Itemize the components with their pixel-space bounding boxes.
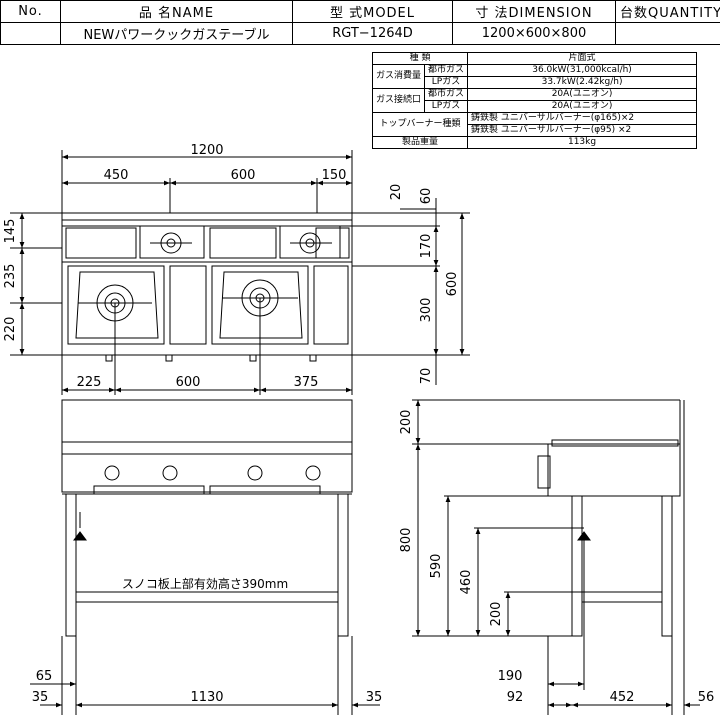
- dim-left-145: 145: [3, 219, 18, 244]
- small-burner-right: [279, 225, 341, 259]
- drip-tray-left: [93, 485, 205, 495]
- front-leg-right: [337, 493, 349, 637]
- spec-table: 種 類 片面式 ガス消費量 都市ガス 36.0kW(31,000kcal/h) …: [371, 52, 698, 149]
- dim-right-70: 70: [419, 368, 434, 385]
- dim-bottom-375: 375: [294, 375, 319, 390]
- dim-top-450: 450: [104, 168, 129, 183]
- weight-value: 113kg: [467, 136, 698, 149]
- quantity-label: 台数QUANTITY: [615, 0, 720, 23]
- knob-4[interactable]: [305, 465, 321, 481]
- side-grates: [551, 439, 679, 447]
- dim-right-600: 600: [445, 272, 460, 297]
- side-leg-back: [661, 495, 673, 637]
- dimension-value: 1200×600×800: [452, 22, 616, 45]
- dim-side-460: 460: [459, 570, 474, 595]
- name-value: NEWパワークックガステーブル: [60, 22, 293, 45]
- top-grate-profile: [61, 441, 353, 455]
- shelf-side: [581, 591, 663, 603]
- side-body: [547, 443, 681, 497]
- dim-top-600: 600: [231, 168, 256, 183]
- side-view: [537, 400, 685, 637]
- dim-front-35a: 35: [32, 690, 49, 705]
- dim-left-220: 220: [3, 317, 18, 342]
- small-burner-left: [139, 225, 205, 259]
- dim-bottom-225: 225: [77, 375, 102, 390]
- dim-side-200-bottom: 200: [489, 602, 504, 627]
- dim-side-56: 56: [698, 690, 715, 705]
- gas-inlet-arrow: [73, 531, 87, 541]
- model-value: RGT−1264D: [292, 22, 453, 45]
- dim-front-1130: 1130: [190, 690, 223, 705]
- shelf-front: [75, 591, 339, 603]
- shelf-note: スノコ板上部有効高さ390mm: [122, 576, 288, 591]
- grate-right-plain: [313, 265, 349, 345]
- drip-tray-right: [209, 485, 321, 495]
- front-view: [61, 399, 353, 637]
- side-dimensions: [412, 399, 700, 715]
- side-leg-front: [571, 495, 583, 637]
- grate-back-left: [65, 227, 137, 259]
- knob-3[interactable]: [247, 465, 263, 481]
- knob-2[interactable]: [162, 465, 178, 481]
- dim-side-590: 590: [429, 554, 444, 579]
- title-block: No. 品 名NAME 型 式MODEL 寸 法DIMENSION 台数QUAN…: [0, 0, 720, 45]
- dim-side-452: 452: [610, 690, 635, 705]
- dim-right-20: 20: [389, 184, 404, 201]
- dim-right-60: 60: [419, 188, 434, 205]
- dim-left-235: 235: [3, 264, 18, 289]
- large-burner-left: [67, 265, 165, 345]
- control-panel: [61, 453, 353, 493]
- top-view-outline: [61, 212, 353, 356]
- side-knob[interactable]: [537, 455, 551, 489]
- dim-side-92: 92: [507, 690, 524, 705]
- gas-connection-label: ガス接続口: [371, 88, 426, 113]
- dim-front-35b: 35: [366, 690, 383, 705]
- dim-side-190: 190: [498, 669, 523, 684]
- backsplash: [61, 399, 353, 443]
- dim-right-170: 170: [419, 234, 434, 259]
- dim-top-total: 1200: [190, 143, 223, 158]
- dim-front-65: 65: [36, 669, 53, 684]
- knob-1[interactable]: [104, 465, 120, 481]
- top-view: [61, 212, 353, 362]
- front-dimensions: [30, 636, 380, 715]
- top-dimensions: [10, 150, 470, 395]
- dim-side-200-top: 200: [399, 410, 414, 435]
- front-leg-left: [65, 493, 77, 637]
- dim-right-300: 300: [419, 298, 434, 323]
- dim-side-800: 800: [399, 528, 414, 553]
- grate-back-mid: [209, 227, 277, 259]
- dim-bottom-600: 600: [176, 375, 201, 390]
- dim-top-150: 150: [322, 168, 347, 183]
- grate-mid-plain: [169, 265, 207, 345]
- weight-label: 製品重量: [371, 136, 469, 149]
